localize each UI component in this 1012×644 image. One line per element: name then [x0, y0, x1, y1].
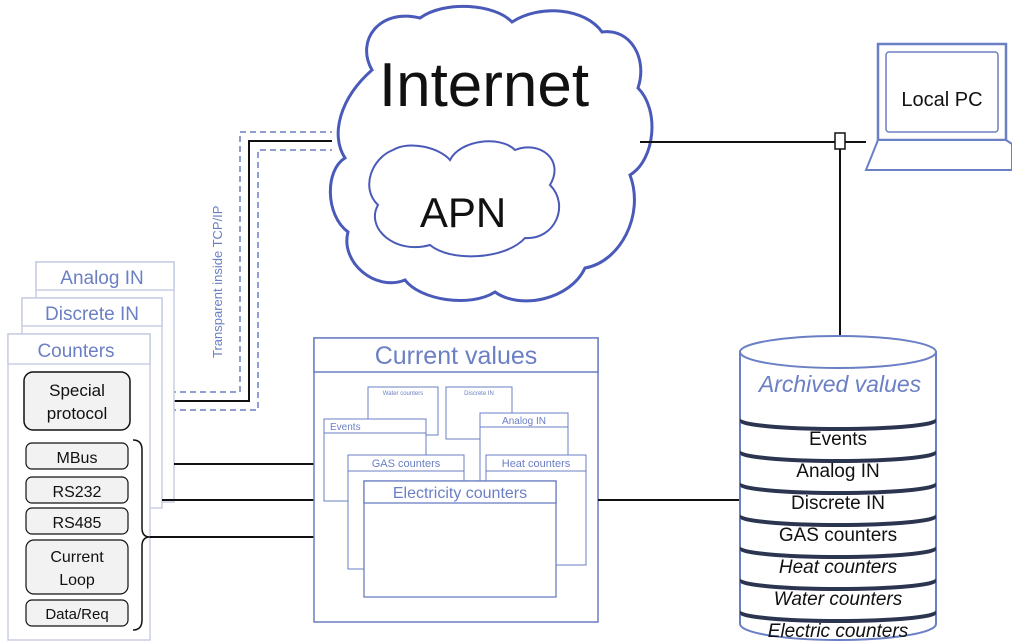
- current-loop-box: [25, 539, 129, 595]
- archive-row-1: Analog IN: [796, 461, 879, 482]
- current-values-title: Current values: [375, 342, 538, 370]
- discrete-in-tab: Discrete IN: [45, 304, 139, 325]
- tcp-ip-tunnel: Transparent inside TCP/IP: [130, 131, 332, 411]
- internet-label: Internet: [379, 51, 589, 120]
- local-pc-label: Local PC: [901, 89, 982, 111]
- archive-row-divider: [740, 450, 936, 463]
- data-req-label: Data/Req: [45, 606, 108, 623]
- current-values-panel: Current values Water counters Discrete I…: [313, 337, 599, 623]
- apn-label: APN: [420, 189, 506, 236]
- archive-row-divider: [740, 578, 936, 591]
- archive-row-4: Heat counters: [779, 557, 898, 578]
- mbus-label: MBus: [57, 450, 98, 467]
- special-protocol-line1: Special: [49, 381, 105, 400]
- rs232-box: [25, 476, 129, 504]
- current-loop-line1: Current: [50, 549, 104, 566]
- current-loop-line2: Loop: [59, 572, 95, 589]
- archive-row-0: Events: [809, 429, 867, 450]
- cv-gas-counters: GAS counters: [372, 458, 441, 470]
- analog-in-tab: Analog IN: [60, 268, 143, 289]
- archive-row-6: Electric counters: [768, 621, 909, 642]
- mbus-box: [25, 442, 129, 470]
- archive-row-divider: [740, 514, 936, 527]
- archive-row-3: GAS counters: [779, 525, 897, 546]
- rs485-label: RS485: [53, 515, 102, 532]
- apn-cloud: APN: [368, 140, 561, 258]
- tunnel-label: Transparent inside TCP/IP: [210, 206, 225, 358]
- cv-water-counters: Water counters: [383, 391, 423, 397]
- archive-row-divider: [740, 418, 936, 431]
- cv-analog-in: Analog IN: [502, 416, 546, 427]
- rs485-box: [25, 507, 129, 535]
- archive-row-5: Water counters: [774, 589, 903, 610]
- data-req-box: [25, 599, 129, 627]
- archive-row-divider: [740, 482, 936, 495]
- archive-row-divider: [740, 610, 936, 623]
- archive-title: Archived values: [757, 371, 922, 397]
- rs232-label: RS232: [53, 484, 102, 501]
- special-protocol-box: [23, 371, 131, 431]
- cv-events: Events: [330, 422, 361, 433]
- cv-discrete-in: Discrete IN: [464, 391, 494, 397]
- special-protocol-line2: protocol: [47, 404, 107, 423]
- archive-row-divider: [740, 546, 936, 559]
- junction-connector: [834, 132, 846, 150]
- cv-heat-counters: Heat counters: [502, 458, 571, 470]
- archive-row-2: Discrete IN: [791, 493, 885, 514]
- device-stack: Analog IN Discrete IN Counters Special p…: [7, 261, 175, 641]
- cv-electricity-counters: Electricity counters: [393, 485, 527, 502]
- counters-tab: Counters: [37, 341, 114, 362]
- local-pc-icon: Local PC: [864, 42, 1012, 171]
